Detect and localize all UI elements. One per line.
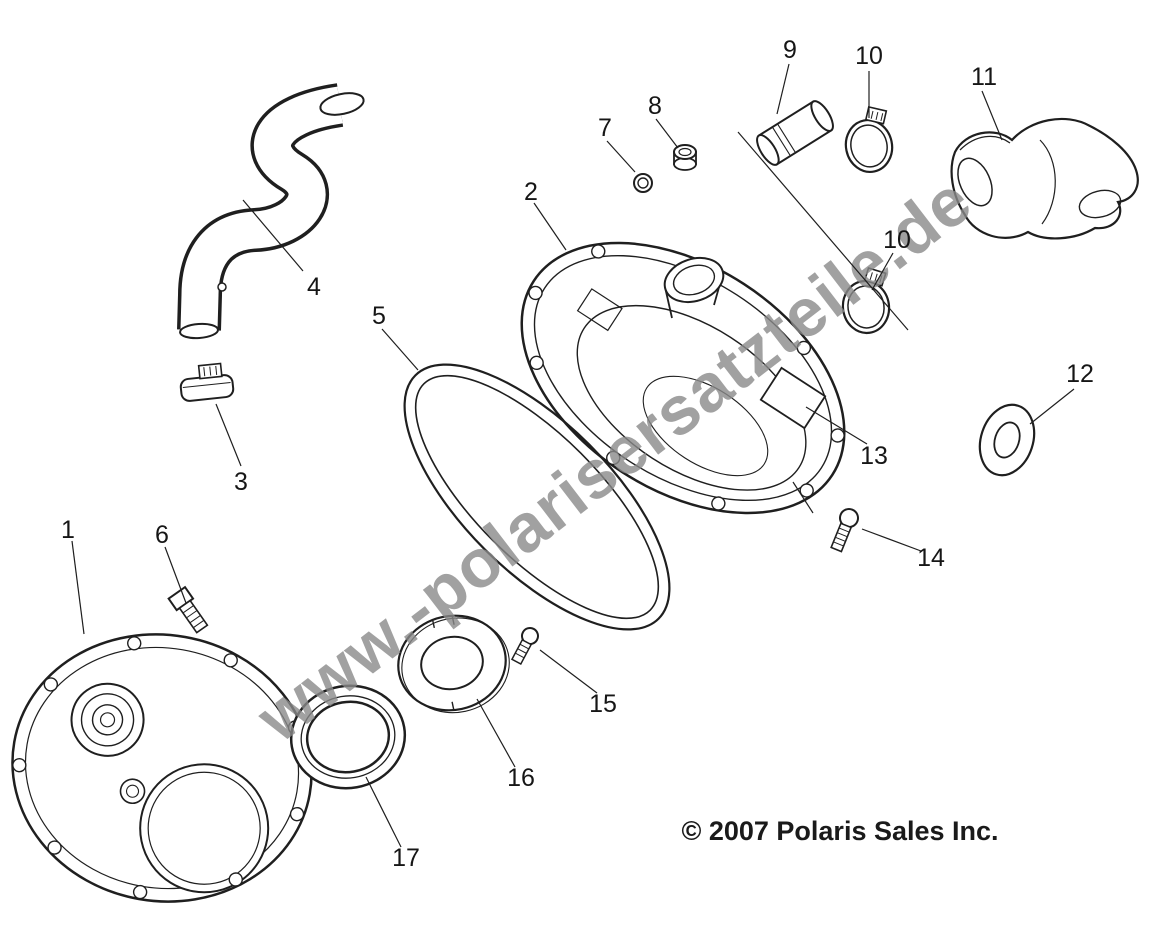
hose-bottom-opening <box>179 322 219 340</box>
part-14-screw <box>830 508 859 553</box>
part-7-o-ring <box>633 173 653 193</box>
part-12-washer <box>978 403 1036 477</box>
callout-13: 13 <box>860 442 888 470</box>
callout-3: 3 <box>234 468 248 496</box>
callout-10a: 10 <box>855 42 883 70</box>
callout-8: 8 <box>648 92 662 120</box>
part-3-hose-clamp <box>179 362 235 402</box>
callout-4: 4 <box>307 273 321 301</box>
copyright-text: © 2007 Polaris Sales Inc. <box>681 816 998 846</box>
part-4-outlet-duct-hose <box>177 83 365 340</box>
callout-5: 5 <box>372 302 386 330</box>
callouts: 1 2 3 4 5 6 7 8 9 10 10 11 12 13 14 15 1… <box>61 36 1094 872</box>
part-8-plug <box>673 144 697 171</box>
part-15-screw <box>510 627 539 665</box>
part-2-clutch-cover-inner <box>520 241 846 515</box>
part-6-bolt <box>167 585 209 634</box>
callout-9: 9 <box>783 36 797 64</box>
callout-17: 17 <box>392 844 420 872</box>
callout-12: 12 <box>1066 360 1094 388</box>
callout-14: 14 <box>917 544 945 572</box>
callout-11: 11 <box>971 63 997 91</box>
callout-6: 6 <box>155 521 169 549</box>
part-11-air-intake-duct <box>950 117 1139 240</box>
hose-end-opening <box>319 92 365 116</box>
callout-16: 16 <box>507 764 535 792</box>
callout-10b: 10 <box>883 226 911 254</box>
part-17-seal-ring <box>289 684 407 790</box>
hose-nub <box>217 282 227 292</box>
callout-2: 2 <box>524 178 538 206</box>
leader-lines <box>71 63 1075 848</box>
housing-duct-stub <box>663 256 725 319</box>
part-5-drive-belt <box>403 363 671 631</box>
callout-7: 7 <box>598 114 612 142</box>
part-10-hose-clamp-upper <box>844 105 894 173</box>
callout-15: 15 <box>589 690 617 718</box>
callout-1: 1 <box>61 516 75 544</box>
part-1-clutch-cover-outer <box>11 633 313 903</box>
part-9-duct-coupler <box>756 100 834 166</box>
